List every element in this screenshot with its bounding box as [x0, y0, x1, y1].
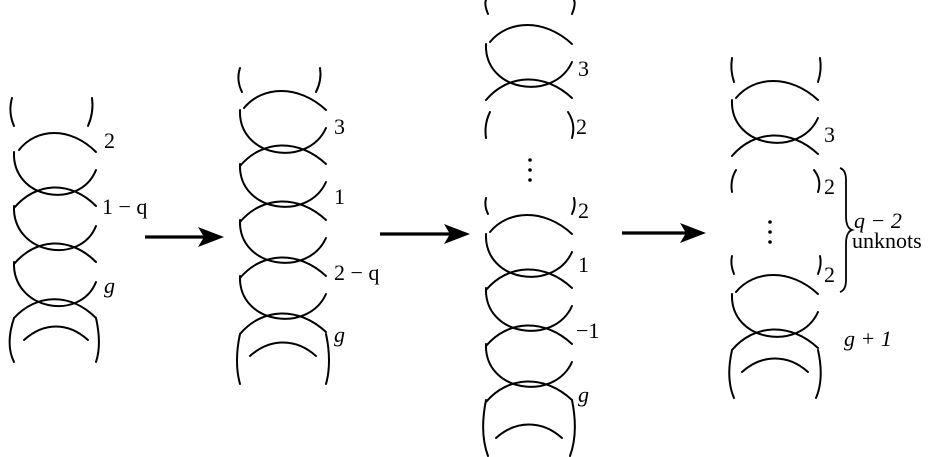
- arrow-1: [145, 227, 224, 247]
- arrow-2: [380, 224, 470, 244]
- label-s3-2-top: 2: [576, 114, 587, 139]
- label-s3-minus-1: −1: [576, 318, 599, 343]
- label-s1-g: g: [104, 273, 115, 298]
- arrow-3: [622, 223, 706, 243]
- label-s2-3: 3: [334, 114, 345, 139]
- unknots-brace: [839, 167, 855, 293]
- label-s3-2-mid: 2: [578, 198, 589, 223]
- label-s2-1: 1: [334, 184, 345, 209]
- label-s1-1-minus-q: 1 − q: [102, 194, 147, 219]
- twisted-band-stage-4: [728, 57, 822, 399]
- label-s2-2-minus-q: 2 − q: [334, 260, 379, 285]
- label-s1-2: 2: [104, 128, 115, 153]
- label-s3-1: 1: [578, 252, 589, 277]
- twisted-band-stage-3: [482, 0, 576, 457]
- label-s4-3: 3: [824, 122, 835, 147]
- brace-label-q-minus-2: q − 2: [854, 208, 902, 233]
- label-s3-g: g: [578, 382, 589, 407]
- twisted-band-stage-1: [8, 97, 100, 363]
- brace-label-unknots: unknots: [852, 228, 922, 253]
- twisted-band-stage-2: [236, 67, 330, 385]
- label-s4-2-top: 2: [824, 174, 835, 199]
- label-s3-3: 3: [578, 56, 589, 81]
- label-s4-g-plus-1: g + 1: [844, 326, 892, 351]
- label-s4-2-bottom: 2: [824, 262, 835, 287]
- label-s2-g: g: [334, 322, 345, 347]
